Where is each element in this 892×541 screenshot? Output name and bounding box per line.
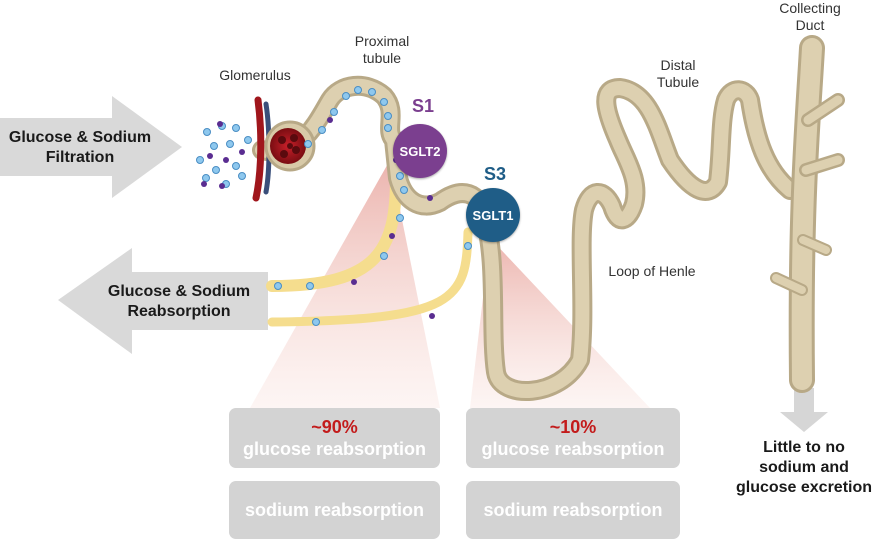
sglt1-glucose-percent: ~10% bbox=[549, 417, 597, 437]
filtration-arrow bbox=[0, 96, 182, 198]
sglt2-glucose-percent: ~90% bbox=[311, 417, 358, 437]
excretion-label: Little to no sodium and glucose excretio… bbox=[735, 439, 873, 496]
sglt1-glucose-text: glucose reabsorption bbox=[481, 439, 665, 459]
filtration-label: Glucose & Sodium Filtration bbox=[8, 129, 152, 166]
sglt2-sodium-box: sodium reabsorption bbox=[229, 481, 440, 539]
reabsorption-arrow bbox=[58, 248, 268, 354]
sglt2-glucose-box: ~90% glucose reabsorption bbox=[229, 408, 440, 468]
collecting-duct-label: Collecting Duct bbox=[779, 0, 841, 33]
sglt1-sodium-box: sodium reabsorption bbox=[466, 481, 680, 539]
s1-label: S1 bbox=[412, 96, 435, 116]
sglt1-badge: SGLT1 bbox=[466, 188, 520, 242]
filtered-particles bbox=[196, 121, 252, 189]
sglt1-sodium-text: sodium reabsorption bbox=[483, 500, 663, 520]
glomerulus-graphic bbox=[252, 96, 316, 202]
distal-tubule-label: Distal Tubule bbox=[656, 57, 700, 90]
collecting-duct bbox=[770, 35, 845, 393]
sglt2-glucose-text: glucose reabsorption bbox=[242, 439, 427, 459]
sglt1-highlight-cone bbox=[470, 238, 650, 408]
glomerulus-label: Glomerulus bbox=[219, 67, 291, 83]
s3-label: S3 bbox=[484, 164, 507, 184]
sglt1-glucose-box: ~10% glucose reabsorption bbox=[466, 408, 680, 468]
sglt2-sodium-text: sodium reabsorption bbox=[244, 500, 424, 520]
sglt1-reabsorption-path bbox=[267, 227, 473, 327]
loop-of-henle-label: Loop of Henle bbox=[608, 263, 696, 279]
sglt2-badge: SGLT2 bbox=[393, 124, 447, 178]
excretion-arrow bbox=[780, 388, 828, 432]
tubule-particles bbox=[274, 86, 472, 326]
reabsorption-label: Glucose & Sodium Reabsorption bbox=[107, 283, 251, 320]
proximal-tubule-label: Proximal tubule bbox=[354, 33, 410, 66]
